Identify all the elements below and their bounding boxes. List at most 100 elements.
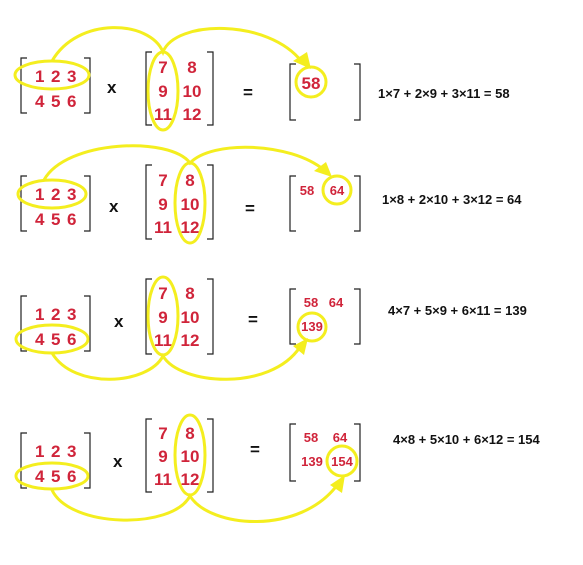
matrix-b-right-bracket bbox=[207, 278, 214, 355]
arrowhead bbox=[314, 162, 332, 177]
b-cell: 10 bbox=[181, 447, 200, 466]
a-cell: 6 bbox=[67, 467, 76, 486]
flow-arrow bbox=[42, 144, 325, 181]
step-equation: 1×8 + 2×10 + 3×12 = 64 bbox=[382, 192, 522, 207]
a-cell: 3 bbox=[67, 67, 76, 86]
matrix-a-left-bracket bbox=[20, 175, 27, 232]
result-left-bracket bbox=[289, 175, 296, 232]
flow-arrow bbox=[50, 26, 304, 63]
arrowhead bbox=[293, 338, 308, 355]
row-highlight bbox=[14, 461, 90, 491]
result-cell: 58 bbox=[302, 74, 321, 93]
step-equation: 4×8 + 5×10 + 6×12 = 154 bbox=[393, 432, 541, 447]
step-3: 1 2 3 4 5 6 x 7 8 9 10 11 12 = 58 64 139… bbox=[14, 275, 527, 381]
row-highlight bbox=[16, 178, 88, 210]
b-cell: 10 bbox=[181, 308, 200, 327]
b-cell: 9 bbox=[158, 447, 167, 466]
result-cell: 154 bbox=[331, 454, 353, 469]
a-cell: 5 bbox=[51, 467, 60, 486]
a-cell: 2 bbox=[51, 67, 60, 86]
arrowhead bbox=[293, 52, 311, 69]
b-cell: 7 bbox=[158, 284, 167, 303]
a-cell: 4 bbox=[35, 92, 45, 111]
result-cell: 139 bbox=[301, 319, 323, 334]
equals-sign: = bbox=[243, 83, 253, 102]
b-cell: 11 bbox=[154, 331, 172, 350]
equals-sign: = bbox=[245, 199, 255, 218]
a-cell: 4 bbox=[35, 330, 45, 349]
a-cell: 2 bbox=[51, 185, 60, 204]
matrix-b-left-bracket bbox=[145, 278, 152, 355]
a-cell: 4 bbox=[35, 467, 45, 486]
matrix-b-left-bracket bbox=[145, 418, 152, 493]
result-cell: 139 bbox=[301, 454, 323, 469]
a-cell: 4 bbox=[35, 210, 45, 229]
b-cell: 10 bbox=[183, 82, 202, 101]
b-cell: 12 bbox=[181, 218, 200, 237]
b-cell: 8 bbox=[187, 58, 196, 77]
b-cell: 9 bbox=[158, 195, 167, 214]
b-cell: 10 bbox=[181, 195, 200, 214]
result-left-bracket bbox=[289, 423, 296, 482]
b-cell: 7 bbox=[158, 171, 167, 190]
times-sign: x bbox=[113, 452, 123, 471]
matrix-b-right-bracket bbox=[207, 418, 214, 493]
matrix-b-left-bracket bbox=[145, 51, 152, 126]
b-cell: 9 bbox=[158, 308, 167, 327]
arrowhead bbox=[330, 475, 345, 493]
equals-sign: = bbox=[250, 440, 260, 459]
result-highlight bbox=[294, 65, 328, 99]
result-highlight bbox=[325, 444, 359, 478]
result-highlight bbox=[321, 174, 353, 206]
b-cell: 8 bbox=[185, 424, 194, 443]
result-cell: 58 bbox=[304, 295, 318, 310]
result-right-bracket bbox=[354, 63, 361, 121]
matrix-a-left-bracket bbox=[20, 432, 27, 489]
flow-arrow bbox=[50, 346, 302, 381]
b-cell: 12 bbox=[181, 331, 200, 350]
result-cell: 58 bbox=[304, 430, 318, 445]
a-cell: 1 bbox=[35, 185, 44, 204]
a-cell: 1 bbox=[35, 305, 44, 324]
b-cell: 9 bbox=[158, 82, 167, 101]
b-cell: 7 bbox=[158, 58, 167, 77]
b-cell: 12 bbox=[183, 105, 202, 124]
result-cell: 64 bbox=[329, 295, 344, 310]
b-cell: 12 bbox=[181, 470, 200, 489]
step-2: 1 2 3 4 5 6 x 7 8 9 10 11 12 = 58 64 1×8… bbox=[16, 144, 522, 245]
b-cell: 7 bbox=[158, 424, 167, 443]
matrix-a-left-bracket bbox=[20, 295, 27, 352]
a-cell: 3 bbox=[67, 442, 76, 461]
result-right-bracket bbox=[354, 288, 361, 345]
result-right-bracket bbox=[354, 175, 361, 232]
times-sign: x bbox=[109, 197, 119, 216]
b-cell: 11 bbox=[154, 470, 172, 489]
matrix-b-right-bracket bbox=[207, 51, 214, 126]
b-cell: 11 bbox=[154, 105, 172, 124]
a-cell: 1 bbox=[35, 67, 44, 86]
result-cell: 58 bbox=[300, 183, 314, 198]
b-cell: 8 bbox=[185, 284, 194, 303]
a-cell: 2 bbox=[51, 305, 60, 324]
step-4: 1 2 3 4 5 6 x 7 8 9 10 11 12 = 58 64 139… bbox=[14, 413, 541, 523]
result-left-bracket bbox=[289, 288, 296, 345]
result-right-bracket bbox=[354, 423, 361, 482]
a-cell: 6 bbox=[67, 210, 76, 229]
a-cell: 3 bbox=[67, 185, 76, 204]
a-cell: 3 bbox=[67, 305, 76, 324]
matrix-a-right-bracket bbox=[84, 295, 91, 352]
matrix-a-right-bracket bbox=[84, 175, 91, 232]
a-cell: 5 bbox=[51, 92, 60, 111]
matrix-a-left-bracket bbox=[20, 57, 27, 114]
step-equation: 1×7 + 2×9 + 3×11 = 58 bbox=[378, 86, 510, 101]
result-left-bracket bbox=[289, 63, 296, 121]
matrix-b-right-bracket bbox=[207, 164, 214, 240]
step-1: 1 2 3 4 5 6 x 7 8 9 10 11 12 = 58 1×7 + … bbox=[13, 26, 510, 132]
matrix-b-left-bracket bbox=[145, 164, 152, 240]
a-cell: 5 bbox=[51, 210, 60, 229]
a-cell: 6 bbox=[67, 330, 76, 349]
a-cell: 5 bbox=[51, 330, 60, 349]
a-cell: 6 bbox=[67, 92, 76, 111]
matrix-a-right-bracket bbox=[84, 432, 91, 489]
